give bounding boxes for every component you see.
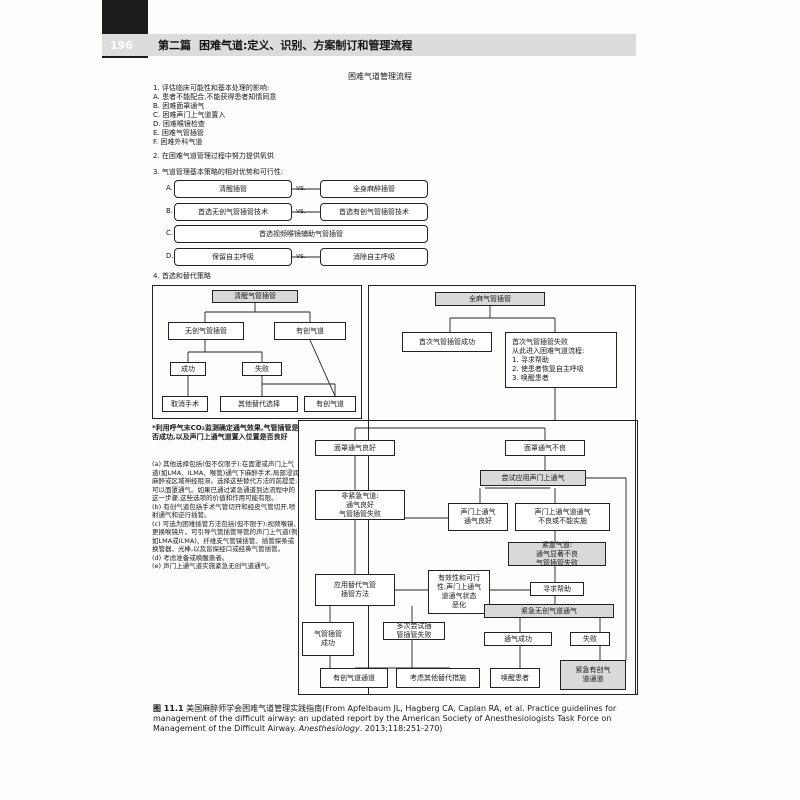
first-fail-box: 首次气管插管失败 从此进入困难气道流程: 1. 寻求帮助 2. 使患者恢复自主呼… [505, 332, 617, 388]
caption-journal: Anesthesiology [298, 724, 360, 733]
alt-approach-box: 应用替代气管 插管方法 [315, 574, 395, 606]
call-help-box: 寻求帮助 [530, 582, 584, 596]
cancel-case-box: 取消手术 [162, 396, 208, 412]
emergency-noninvasive-box: 紧急无创气道通气 [484, 604, 614, 618]
vs-label: vs. [296, 184, 307, 192]
note-star: *利用呼气末CO₂监测确定通气效果,气管插管是否成功,以及声门上通气道置入位置是… [152, 424, 299, 441]
caption-cite: . 2013;118:251-270) [359, 724, 443, 733]
note-b: (b) 有创气道包括手术气管切开和经皮气管切开,喷射通气和逆行插管。 [152, 502, 296, 520]
part-label: 第二篇 [158, 39, 191, 52]
figure-title: 困难气道管理流程 [348, 72, 412, 81]
from-now-text: 从此进入困难气道流程: [512, 346, 585, 355]
note-d: (d) 考虑准备或唤醒患者。 [152, 553, 229, 562]
notes-block: (a) 其他选择包括(但不仅限于):在面罩或声门上气道(如LMA、ILMA、喉管… [152, 460, 300, 571]
row-letter: D. [166, 252, 174, 260]
sga-inadequate-box: 声门上通气道通气 不良或不能实施 [515, 503, 610, 531]
first-fail-title: 首次气管插管失败 [512, 337, 568, 346]
from-item: 2. 使患者恢复自主呼吸 [512, 364, 584, 373]
sga-adequate-box: 声门上通气 通气良好 [448, 503, 508, 531]
strategy-invasive: 首选有创气管插管技术 [320, 203, 428, 221]
strategy-video: 首选视频喉镜辅助气管插管 [174, 225, 428, 243]
mask-bad-box: 面罩通气不良 [505, 440, 585, 456]
noninvasive-box: 无创气管插管 [168, 322, 244, 340]
ga-inner-frame [298, 420, 638, 695]
invasive-access-box: 有创气道通道 [320, 668, 388, 688]
awake-frame [152, 285, 362, 419]
row-letter: A. [166, 184, 173, 192]
step2: 2. 在困难气道管理过程中努力提供氧供 [153, 152, 274, 160]
step1-item: F. 困难外科气道 [153, 138, 203, 146]
note-a: (a) 其他选择包括(但不仅限于):在面罩或声门上气道(如LMA、ILMA、喉管… [152, 460, 299, 502]
strategy-ga: 全身麻醉插管 [320, 180, 428, 198]
from-item: 3. 唤醒患者 [512, 373, 549, 382]
caption-text: 美国麻醉师学会困难气道管理实践指南(From Apfelbaum JL, Hag… [153, 704, 617, 733]
other-options2-box: 考虑其他替代措施 [396, 668, 480, 688]
row-letter: C. [166, 229, 174, 237]
first-success-box: 首次气管插管成功 [402, 332, 492, 352]
strategy-noninvasive: 首选无创气管插管技术 [174, 203, 292, 221]
step1-title: 1. 评估临床可能性和基本处理的影响: [153, 84, 270, 92]
emergency-box: 紧急气道: 通气显著不良 气管插管失败 [508, 541, 606, 567]
mask-ok-box: 面罩通气良好 [315, 440, 395, 456]
vs-label: vs. [296, 207, 307, 215]
fail2-box: 失败 [570, 632, 610, 646]
strategy-awake: 清醒插管 [174, 180, 292, 198]
invasive-airway-box: 有创气道 [304, 396, 356, 412]
consider-box: 有效性和可行 性:声门上通气 道通气状态 恶化 [428, 570, 490, 614]
strategy-ablate: 消除自主呼吸 [320, 248, 428, 266]
invasive-box: 有创气道 [274, 322, 346, 340]
chapter-title: 困难气道:定义、识别、方案制订和管理流程 [199, 39, 413, 52]
step4-title: 4. 首选和替代策略 [153, 272, 211, 280]
note-c: (c) 可选为困难插管方法包括(但不限于):视频喉镜、更换喉镜片、可引导气管插管… [152, 519, 300, 554]
succeed-box: 成功 [170, 362, 206, 376]
ga-intubation-box: 全麻气管插管 [435, 292, 545, 306]
figure-caption: 图 11.1 美国麻醉师学会困难气道管理实践指南(From Apfelbaum … [153, 704, 637, 734]
step1-item: C. 困难声门上气道置入 [153, 111, 226, 119]
caption-label: 图 11.1 [153, 704, 184, 713]
other-options-box: 其他替代选择 [220, 396, 298, 412]
non-emergent-box: 非紧急气道: 通气良好 气管插管失败 [315, 490, 405, 520]
step3-title: 3. 气道管理基本策略的相对优势和可行性: [153, 168, 284, 176]
step1-item: E. 困难气管插管 [153, 129, 204, 137]
page-header: 196 第二篇 困难气道:定义、识别、方案制订和管理流程 [102, 34, 636, 56]
page-number: 196 [110, 38, 133, 52]
row-letter: B. [166, 207, 174, 215]
step1-item: D. 困难喉镜检查 [153, 120, 205, 128]
fail-box: 失败 [242, 362, 282, 376]
vs-label: vs. [296, 252, 307, 260]
step1-item: A. 患者不能配合,不能获得患者知情同意 [153, 93, 277, 101]
note-e: (e) 声门上通气道实施紧急无创气道通气。 [152, 562, 274, 570]
awaken-patient-box: 唤醒患者 [490, 668, 540, 688]
multiple-fail-box: 多次尝试插 管插管失败 [383, 622, 445, 640]
awake-intubation-box: 清醒气管插管 [212, 290, 298, 303]
strategy-spontaneous: 保留自主呼吸 [174, 248, 292, 266]
step1-item: B. 困难面罩通气 [153, 102, 205, 110]
emergency-invasive-box: 紧急有创气 道通道 [560, 660, 626, 690]
try-sga-box: 尝试应用声门上通气 [480, 470, 586, 486]
from-item: 1. 寻求帮助 [512, 355, 549, 364]
vent-success-box: 通气成功 [484, 632, 552, 646]
tube-success-box: 气管插管 成功 [302, 622, 354, 656]
